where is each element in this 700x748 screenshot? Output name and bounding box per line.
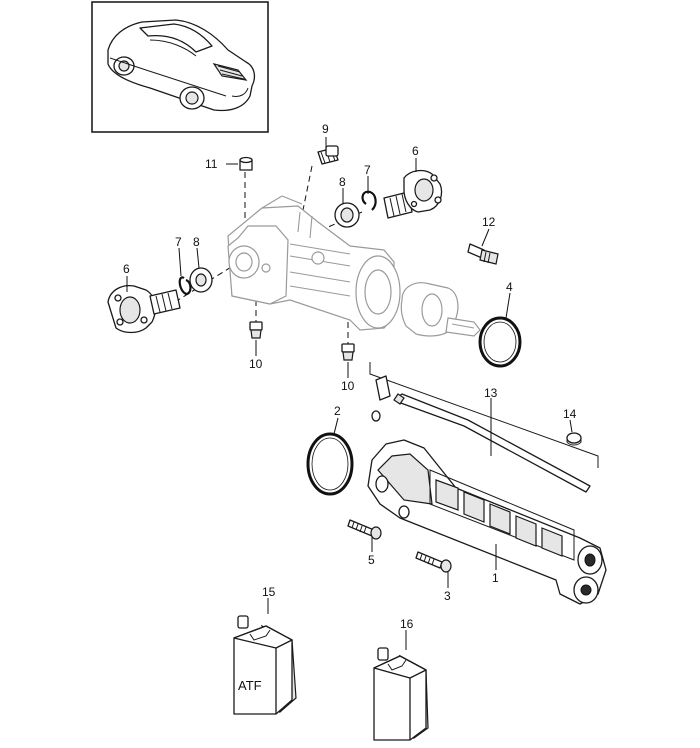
callout-7-right: 7: [364, 163, 371, 177]
part-16-oil-can: [373, 647, 429, 741]
callout-2: 2: [334, 404, 341, 418]
callout-16: 16: [400, 617, 414, 631]
callout-14: 14: [563, 407, 577, 421]
callout-9: 9: [322, 122, 329, 136]
part-10-drain-plug-left: [249, 321, 263, 339]
part-6-drive-flange-left: [107, 284, 181, 334]
part-11-cap: [239, 156, 253, 171]
car-illustration: [107, 19, 256, 112]
callout-6-left: 6: [123, 262, 130, 276]
part-4-o-ring: [478, 316, 522, 368]
callout-numbers: 11 9 7 8 6 12 4 7 8 6 10 10 2 13 14 5 3 …: [123, 122, 577, 631]
part-3-bolt: [415, 551, 452, 573]
callout-6-right: 6: [412, 144, 419, 158]
part-12-sensor: [467, 243, 499, 265]
support-cutouts: [435, 479, 563, 557]
part-6-drive-flange-right: [383, 169, 443, 219]
vehicle-thumbnail: [91, 1, 269, 133]
callout-7-left: 7: [175, 235, 182, 249]
part-14-cap: [566, 432, 582, 446]
callout-10-right: 10: [341, 379, 355, 393]
callout-4: 4: [506, 280, 513, 294]
callout-11: 11: [205, 157, 218, 171]
part-15-atf-can: ATF: [233, 615, 297, 715]
callout-8-left: 8: [193, 235, 200, 249]
callout-5: 5: [368, 553, 375, 567]
part-1-transmission-support: [367, 439, 607, 605]
callout-12: 12: [482, 215, 496, 229]
atf-can-label: ATF: [238, 678, 262, 693]
callout-10-left: 10: [249, 357, 263, 371]
part-13-pipe-bracket: [369, 362, 599, 493]
callout-1: 1: [492, 571, 499, 585]
callout-13: 13: [484, 386, 498, 400]
part-2-o-ring: [306, 432, 354, 496]
part-9-plug: [317, 145, 339, 165]
part-8-seal-right: [334, 202, 360, 228]
callout-8-right: 8: [339, 175, 346, 189]
part-7-circlip-right: [361, 190, 377, 211]
part-5-bolt: [347, 519, 382, 540]
callout-leaders: [126, 137, 573, 650]
callout-3: 3: [444, 589, 451, 603]
part-7-circlip-left: [178, 276, 192, 296]
output-flange-ghost: [400, 282, 481, 337]
part-10-drain-plug-right: [341, 343, 355, 361]
final-drive-housing: [227, 195, 401, 331]
part-8-seal-left: [189, 267, 213, 293]
callout-15: 15: [262, 585, 276, 599]
